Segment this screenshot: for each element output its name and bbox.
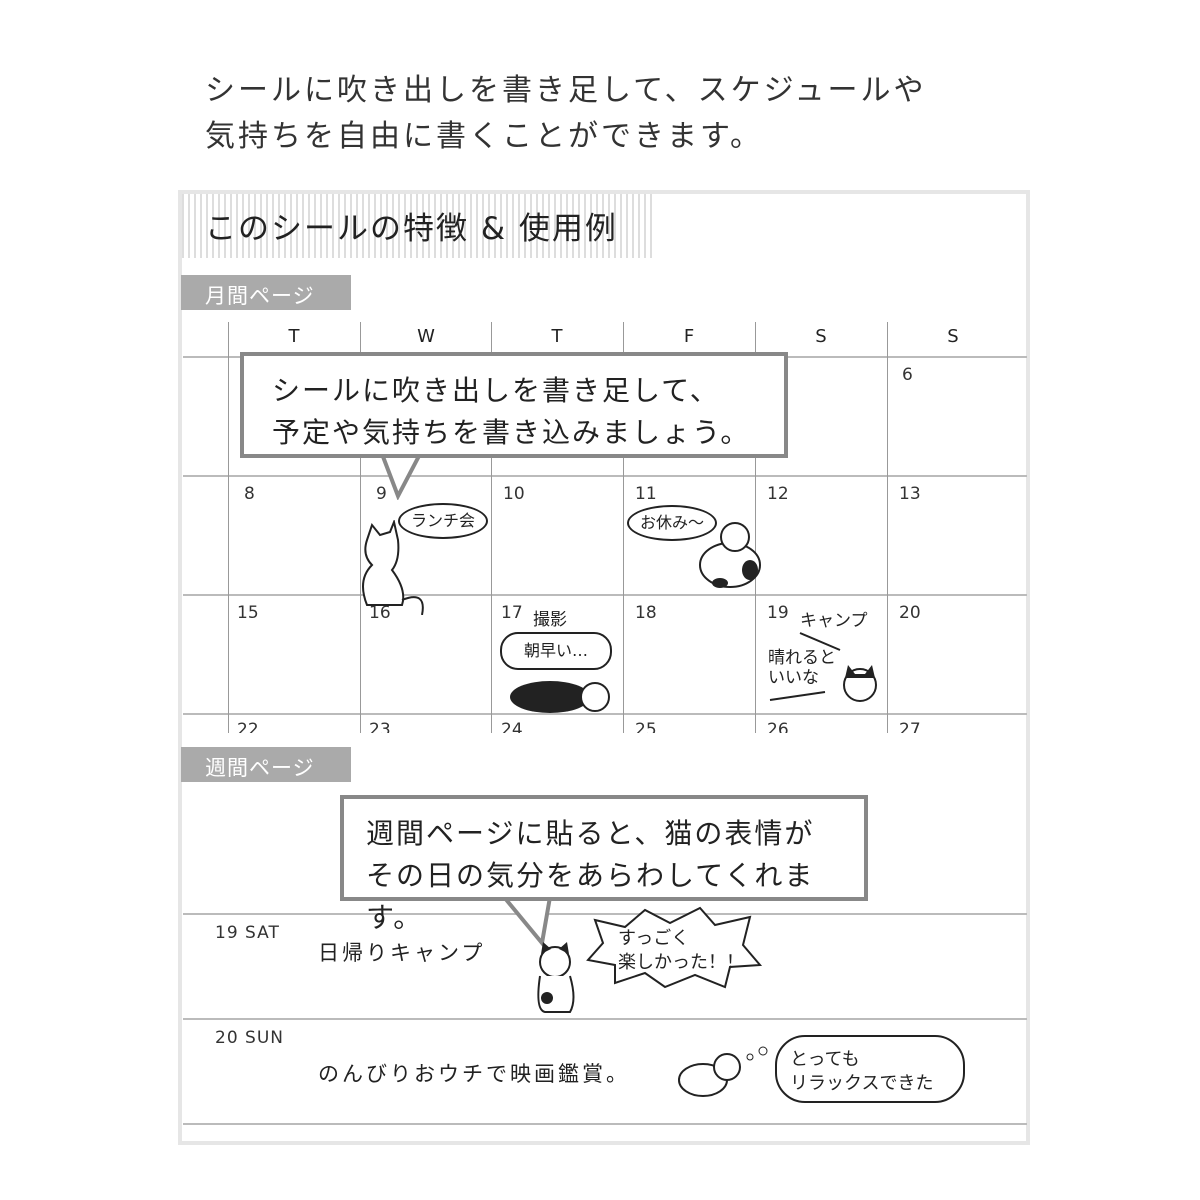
note-line: 晴れると — [768, 648, 836, 668]
entry-sun: のんびりおウチで映画鑑賞。 — [318, 1062, 630, 1086]
date-cell: 13 — [899, 484, 921, 504]
note-camp: キャンプ — [800, 611, 868, 631]
day-label-sat: 19 SAT — [215, 923, 280, 943]
spiky-bubble — [586, 906, 763, 989]
monthly-callout: シールに吹き出しを書き足して、 予定や気持ちを書き込みましょう。 — [240, 352, 788, 458]
callout-line: シールに吹き出しを書き足して、 — [272, 374, 720, 407]
title-stripe — [182, 194, 655, 258]
weekday-tue: T — [288, 326, 300, 347]
date-cell: 6 — [902, 365, 913, 385]
date-cell: 24 — [501, 720, 523, 733]
bubble-line: リラックスできた — [790, 1073, 934, 1094]
speech-bubble: ランチ会 — [398, 503, 488, 539]
speech-bubble-sun — [775, 1035, 965, 1103]
date-cell: 8 — [244, 484, 255, 504]
intro-text: シールに吹き出しを書き足して、スケジュールや 気持ちを自由に書くことができます。 — [205, 68, 927, 160]
speech-bubble: お休み〜 — [627, 505, 717, 541]
intro-line-1: シールに吹き出しを書き足して、スケジュールや — [205, 73, 927, 108]
intro-line-2: 気持ちを自由に書くことができます。 — [205, 119, 763, 154]
note-sunny: 晴れるといいな — [768, 648, 836, 688]
divider — [183, 913, 1027, 915]
note-shoot: 撮影 — [533, 610, 567, 630]
weekday-fri: F — [683, 326, 695, 347]
section-title: このシールの特徴 & 使用例 — [205, 211, 618, 247]
bubble-line: 楽しかった！！ — [618, 952, 744, 973]
divider — [183, 1123, 1027, 1125]
weekly-tab: 週間ページ — [181, 747, 351, 782]
date-cell: 26 — [767, 720, 789, 733]
thought-bubble: 朝早い… — [500, 632, 612, 670]
bubble-line: とっても — [790, 1049, 860, 1070]
weekly-callout: 週間ページに貼ると、猫の表情が その日の気分をあらわしてくれます。 — [340, 795, 868, 934]
cut-row: 22 23 24 25 26 27 — [183, 714, 1027, 733]
bubble-line: すっごく — [618, 928, 690, 949]
date-cell: 25 — [635, 720, 657, 733]
note-lines — [769, 632, 877, 702]
date-cell: 12 — [767, 484, 789, 504]
bubble-text-sat: すっごく楽しかった！！ — [618, 927, 744, 975]
date-cell: 23 — [369, 720, 391, 733]
weekday-sun: S — [947, 326, 959, 347]
date-cell: 17 — [501, 603, 523, 623]
date-cell: 16 — [369, 603, 391, 623]
callout-line: 予定や気持ちを書き込みましょう。 — [272, 416, 751, 449]
cat-happy-icon — [537, 942, 575, 1013]
cat-sitting-icon — [362, 520, 424, 615]
callout-line: 週間ページに貼ると、猫の表情が — [366, 817, 815, 850]
date-cell: 19 — [767, 603, 789, 623]
bubble-text-sun: とってもリラックスできた — [790, 1048, 933, 1096]
weekday-sat: S — [815, 326, 827, 347]
date-cell: 15 — [237, 603, 259, 623]
date-cell: 10 — [503, 484, 525, 504]
entry-sat: 日帰りキャンプ — [318, 941, 486, 965]
cat-sleeping-icon — [510, 681, 610, 713]
date-cell: 9 — [376, 484, 387, 504]
callout-line: その日の気分をあらわしてくれます。 — [366, 859, 815, 934]
feature-panel — [178, 190, 1030, 1145]
cat-lying-icon — [699, 522, 761, 588]
day-label-sun: 20 SUN — [215, 1028, 284, 1048]
date-cell: 22 — [237, 720, 259, 733]
note-line: いいな — [768, 668, 819, 688]
weekday-thu: T — [551, 326, 563, 347]
cat-relaxed-icon — [678, 1046, 768, 1097]
weekday-wed: W — [417, 326, 435, 347]
date-cell: 20 — [899, 603, 921, 623]
date-cell: 18 — [635, 603, 657, 623]
date-cell: 11 — [635, 484, 657, 504]
divider — [183, 1018, 1027, 1020]
date-cell: 27 — [899, 720, 921, 733]
monthly-tab: 月間ページ — [181, 275, 351, 310]
